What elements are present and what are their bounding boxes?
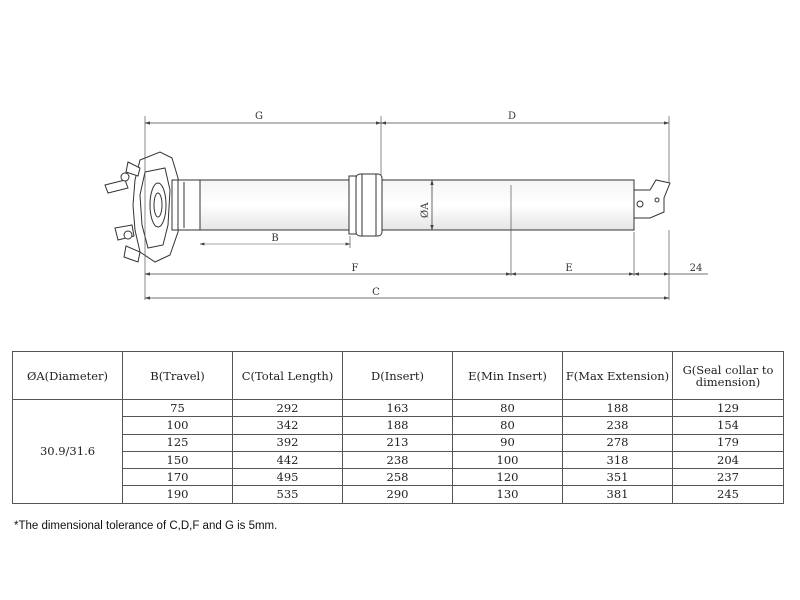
header-travel: B(Travel)	[122, 351, 233, 400]
table-cell: 258	[342, 468, 453, 487]
saddle-clamp-head	[104, 151, 201, 263]
table-cell: 495	[232, 468, 343, 487]
dimension-diameter-a: ØA	[420, 179, 434, 231]
table-cell: 90	[452, 433, 563, 452]
dimension-c: C	[144, 287, 670, 300]
table-cell: 213	[342, 433, 453, 452]
dimension-offset: 24	[633, 263, 708, 276]
dimension-label-d: D	[508, 111, 516, 122]
dimension-g: G	[144, 111, 382, 125]
dimension-label-f: F	[352, 263, 359, 274]
table-cell: 442	[232, 450, 343, 470]
table-cell: 290	[342, 485, 453, 504]
table-row: 170 495 258 120 351 237	[13, 468, 784, 487]
table-cell: 318	[562, 450, 673, 470]
seatpost-dimension-drawing: ØA G D B F E 24 C	[104, 111, 708, 300]
seal-collar	[348, 173, 383, 237]
table-row: 150 442 238 100 318 204	[13, 450, 784, 470]
dimension-d: D	[380, 111, 670, 125]
table-cell: 188	[562, 398, 673, 418]
table-row: 30.9/31.6 75 292 163 80 188 129	[12, 398, 784, 504]
table-cell: 80	[452, 416, 563, 435]
table-cell: 188	[342, 416, 453, 435]
table-cell: 150	[122, 450, 233, 470]
dimension-f: F	[144, 263, 512, 276]
dimension-label-c: C	[372, 287, 380, 298]
table-cell: 204	[672, 450, 784, 470]
dimension-label-e: E	[565, 263, 572, 274]
table-cell: 179	[672, 433, 784, 452]
table-cell: 238	[342, 450, 453, 470]
table-cell: 351	[562, 468, 673, 487]
header-max-extension: F(Max Extension)	[562, 351, 673, 400]
table-cell: 154	[672, 416, 784, 435]
cable-actuator	[633, 179, 671, 219]
table-cell: 278	[562, 433, 673, 452]
dimension-label-offset: 24	[690, 263, 703, 274]
table-cell: 245	[672, 485, 784, 504]
dimension-label-a: ØA	[420, 202, 431, 218]
table-cell: 392	[232, 433, 343, 452]
table-cell: 237	[672, 468, 784, 487]
extension-lines	[144, 116, 670, 300]
table-cell: 238	[562, 416, 673, 435]
table-cell: 129	[672, 398, 784, 418]
table-cell: 170	[122, 468, 233, 487]
table-cell: 190	[122, 485, 233, 504]
header-insert: D(Insert)	[342, 351, 453, 400]
table-cell: 80	[452, 398, 563, 418]
table-cell: 130	[452, 485, 563, 504]
dimension-e: E	[510, 263, 635, 276]
header-min-insert: E(Min Insert)	[452, 351, 563, 400]
upper-tube	[199, 179, 351, 231]
spec-table: ØA(Diameter) B(Travel) C(Total Length) D…	[12, 351, 784, 504]
dimension-label-b: B	[271, 233, 278, 244]
table-cell: 342	[232, 416, 343, 435]
diameter-cell: 30.9/31.6	[12, 399, 123, 504]
table-cell: 100	[122, 416, 233, 435]
table-cell: 125	[122, 433, 233, 452]
table-cell: 100	[452, 450, 563, 470]
table-row: 100 342 188 80 238 154	[13, 416, 784, 435]
header-total-length: C(Total Length)	[232, 351, 343, 400]
table-cell: 535	[232, 485, 343, 504]
tolerance-note: *The dimensional tolerance of C,D,F and …	[14, 520, 278, 532]
table-row: 190 535 290 130 381 245	[13, 485, 784, 504]
table-cell: 75	[122, 398, 233, 418]
table-cell: 381	[562, 485, 673, 504]
dimension-b: B	[199, 233, 351, 246]
table-row: 125 392 213 90 278 179	[13, 433, 784, 452]
table-cell: 292	[232, 398, 343, 418]
table-header-row: ØA(Diameter) B(Travel) C(Total Length) D…	[12, 351, 784, 400]
table-cell: 163	[342, 398, 453, 418]
lower-tube	[381, 179, 635, 231]
table-cell: 120	[452, 468, 563, 487]
header-diameter: ØA(Diameter)	[12, 351, 123, 400]
dimension-label-g: G	[255, 111, 263, 122]
header-seal-collar: G(Seal collar to dimension)	[672, 351, 784, 400]
